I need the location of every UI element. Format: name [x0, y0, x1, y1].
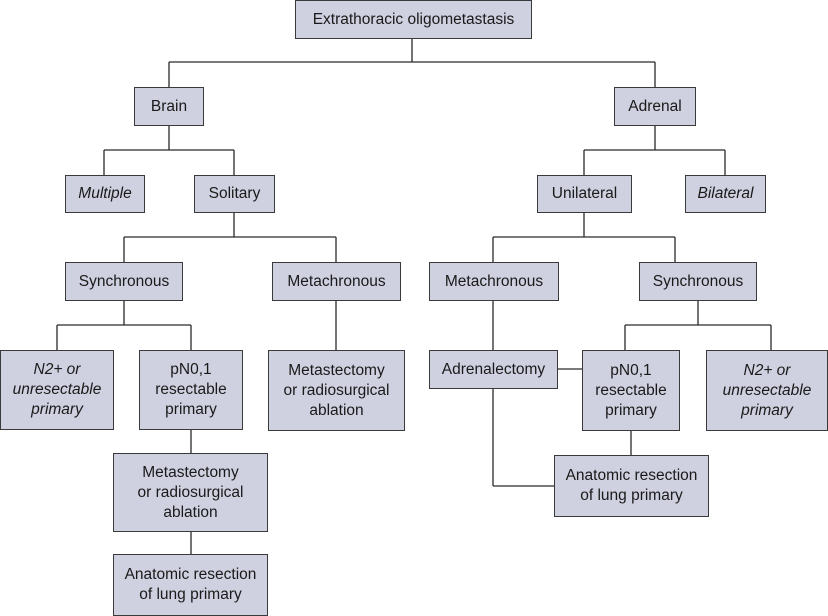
node-brain-lung-resection: Anatomic resection of lung primary — [113, 554, 268, 616]
node-brain-metachronous-treatment: Metastectomy or radiosurgical ablation — [268, 350, 405, 431]
node-adrenal-synchronous: Synchronous — [639, 262, 757, 301]
node-brain-n2-unresectable: N2+ or unresectable primary — [0, 350, 114, 430]
node-adrenal: Adrenal — [614, 87, 696, 126]
node-brain: Brain — [134, 87, 204, 126]
node-brain-synchronous: Synchronous — [65, 262, 183, 301]
node-adrenal-unilateral: Unilateral — [537, 175, 632, 213]
node-brain-pn01-resectable: pN0,1 resectable primary — [139, 350, 243, 430]
node-brain-synchronous-treatment: Metastectomy or radiosurgical ablation — [113, 453, 268, 532]
node-brain-metachronous: Metachronous — [272, 262, 401, 301]
node-brain-multiple: Multiple — [65, 175, 145, 213]
node-adrenal-bilateral: Bilateral — [685, 175, 766, 213]
node-adrenalectomy: Adrenalectomy — [429, 350, 558, 389]
node-brain-solitary: Solitary — [194, 175, 275, 213]
node-adrenal-metachronous: Metachronous — [429, 262, 559, 301]
node-adrenal-n2-unresectable: N2+ or unresectable primary — [706, 350, 828, 431]
node-adrenal-pn01-resectable: pN0,1 resectable primary — [582, 350, 680, 431]
node-adrenal-lung-resection: Anatomic resection of lung primary — [554, 455, 709, 517]
node-root: Extrathoracic oligometastasis — [295, 0, 532, 39]
